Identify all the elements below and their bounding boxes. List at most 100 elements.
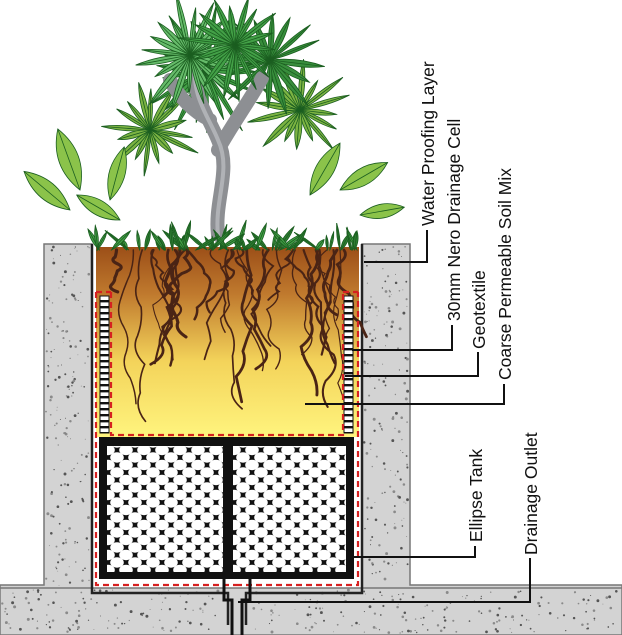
speckle <box>577 602 580 605</box>
speckle <box>391 320 395 324</box>
speckle <box>402 592 405 595</box>
speckle <box>90 598 93 601</box>
speckle <box>371 572 373 575</box>
speckle <box>445 607 447 610</box>
speckle <box>370 506 373 510</box>
speckle <box>56 409 58 411</box>
speckle <box>49 294 51 296</box>
speckle <box>48 621 51 623</box>
speckle <box>62 337 65 340</box>
speckle <box>496 629 499 633</box>
leaf <box>104 229 130 251</box>
speckle <box>406 421 408 423</box>
speckle <box>513 595 517 599</box>
speckle <box>65 611 69 615</box>
speckle <box>73 468 75 470</box>
speckle <box>167 589 169 591</box>
speckle <box>63 342 64 343</box>
speckle <box>404 618 408 622</box>
speckle <box>400 546 403 550</box>
speckle <box>65 417 66 419</box>
speckle <box>69 253 72 255</box>
speckle <box>50 357 52 359</box>
speckle <box>121 622 124 625</box>
leaf <box>148 54 191 105</box>
leaf <box>255 222 267 252</box>
speckle <box>314 622 316 624</box>
root <box>291 249 313 356</box>
speckle <box>363 590 366 593</box>
speckle <box>333 631 334 633</box>
speckle <box>63 284 66 287</box>
speckle <box>169 629 173 633</box>
speckle <box>49 395 53 399</box>
speckle <box>294 608 296 610</box>
speckle <box>87 452 90 454</box>
speckle <box>407 629 410 633</box>
speckle <box>537 601 540 605</box>
speckle <box>390 331 393 334</box>
speckle <box>270 609 273 612</box>
speckle <box>84 438 86 440</box>
speckle <box>168 608 172 611</box>
speckle <box>369 539 372 542</box>
speckle <box>480 597 482 600</box>
speckle <box>561 602 564 605</box>
leaf <box>143 129 151 177</box>
speckle <box>587 599 590 602</box>
speckle <box>395 562 397 564</box>
left-drainage-cell <box>99 295 110 434</box>
leaf <box>193 44 237 60</box>
speckle <box>342 615 345 617</box>
speckle <box>368 558 371 561</box>
leaf <box>107 146 127 201</box>
speckle <box>84 362 86 364</box>
leaf <box>234 44 241 102</box>
leaf <box>171 54 191 111</box>
speckle <box>214 614 216 617</box>
speckle <box>406 389 410 393</box>
speckle <box>379 425 382 428</box>
speckle <box>378 570 381 573</box>
speckle <box>363 408 367 412</box>
speckle <box>161 626 164 630</box>
speckle <box>36 627 39 630</box>
speckle <box>113 622 116 625</box>
speckle <box>364 361 366 363</box>
concrete-speckles <box>1 245 618 634</box>
speckle <box>525 619 528 621</box>
speckle <box>87 272 91 276</box>
speckle <box>69 420 72 423</box>
speckle <box>494 628 498 631</box>
speckle <box>13 605 17 609</box>
speckle <box>374 501 376 504</box>
speckle <box>406 342 408 344</box>
speckle <box>496 613 500 617</box>
leaf <box>245 237 258 251</box>
speckle <box>4 607 7 610</box>
speckle <box>355 621 358 625</box>
speckle <box>68 566 70 568</box>
speckle <box>397 430 401 433</box>
speckle <box>37 598 40 601</box>
speckle <box>47 332 50 335</box>
speckle <box>581 623 584 627</box>
ellipse-tank <box>99 437 354 579</box>
leaf <box>55 128 82 191</box>
speckle <box>69 345 72 348</box>
speckle <box>73 414 77 417</box>
speckle <box>381 287 384 289</box>
speckle <box>586 628 588 630</box>
speckle <box>336 623 339 626</box>
speckle <box>60 606 62 608</box>
speckle <box>378 544 381 547</box>
speckle <box>385 345 386 347</box>
speckle <box>384 248 386 250</box>
speckle <box>378 422 381 425</box>
speckle <box>426 629 429 631</box>
speckle <box>72 294 76 298</box>
speckle <box>381 492 384 495</box>
speckle <box>82 597 85 600</box>
speckle <box>403 611 407 614</box>
speckle <box>93 629 95 631</box>
